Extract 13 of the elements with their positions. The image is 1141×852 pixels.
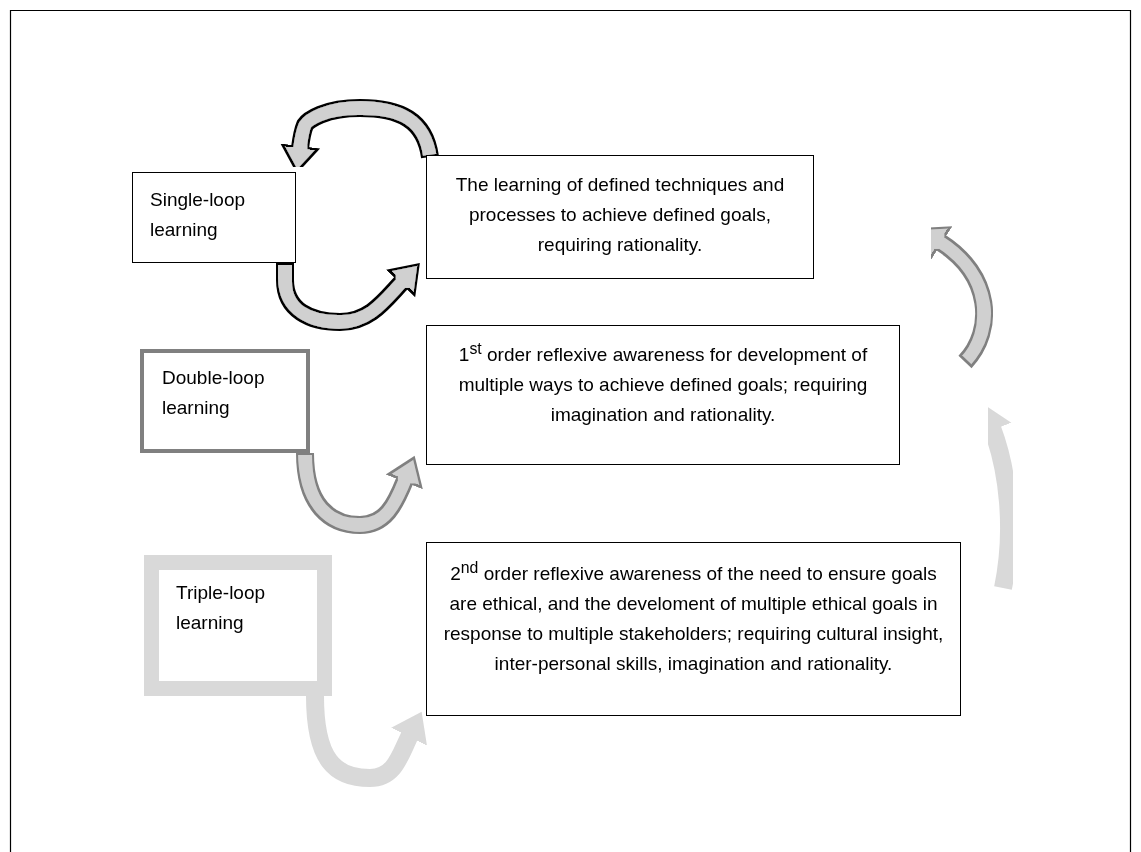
description-text: The learning of defined techniques and processes to achieve defined goals, requiring rationality. [454, 173, 786, 257]
loop-label: Single-loop learning [150, 188, 247, 242]
loop-box [144, 555, 332, 696]
curved-arrow [306, 695, 428, 787]
description-box [426, 542, 961, 716]
description-text: 2$^{nd}$ order reflexive awareness of the need to ensure goals are ethical, and the develoment of multiple ethical goals in response to multiple stakeholders; requiring cultural insight, inter-personal skills, imagination and rationality. [442, 558, 945, 677]
description-text: 1$^{st}$ order reflexive awareness for development of multiple ways to achieve defined goals; requiring imagination and rationality. [457, 339, 869, 428]
loop-box [132, 172, 296, 263]
loop-label: Triple-loop learning [176, 581, 267, 635]
loop-box [140, 349, 310, 453]
loop-label: Double-loop learning [162, 366, 266, 420]
description-box [426, 325, 900, 465]
description-box [426, 155, 814, 279]
